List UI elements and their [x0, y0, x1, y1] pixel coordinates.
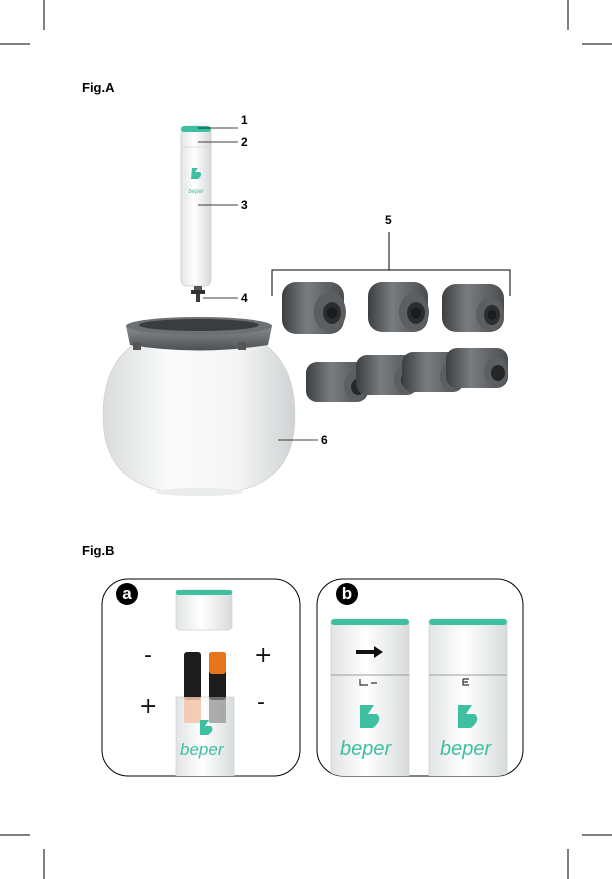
badge-b-label: b: [336, 584, 358, 606]
panel-b-brand-right: beper: [440, 738, 491, 761]
minus-sign-left: -: [144, 643, 152, 668]
minus-sign-right: -: [257, 690, 265, 715]
badge-a-label: a: [116, 584, 138, 606]
panel-b-brand-left: beper: [340, 738, 391, 761]
plus-sign-right: +: [254, 643, 272, 668]
plus-sign-left: +: [139, 694, 157, 719]
panel-a-brand: beper: [180, 740, 223, 760]
